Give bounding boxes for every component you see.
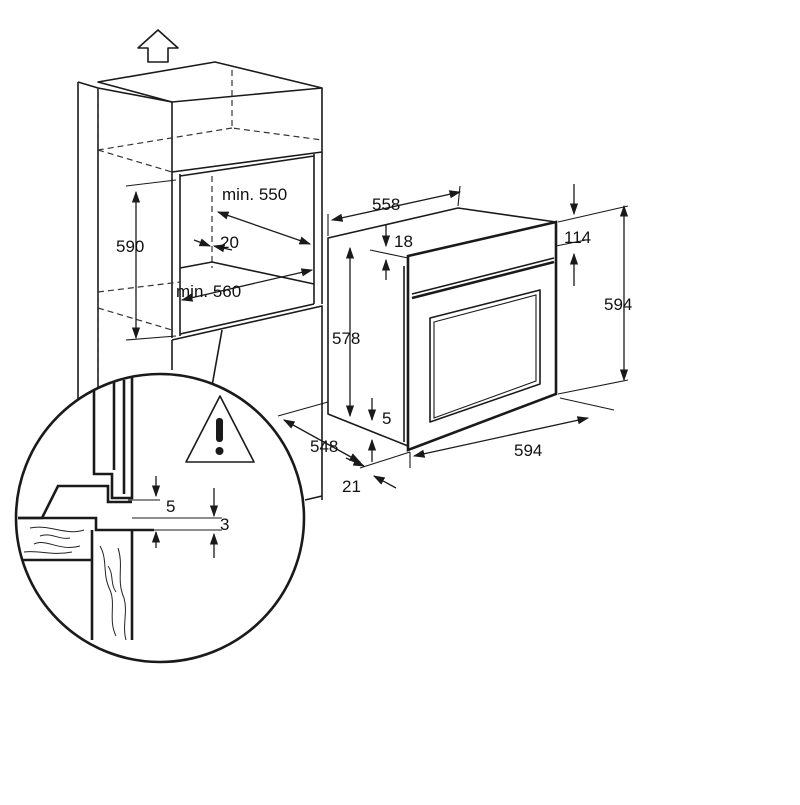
oven-front-height-label: 578 — [332, 329, 360, 348]
niche-height-label: 590 — [116, 237, 144, 256]
up-arrow-icon — [137, 29, 179, 63]
niche-dimensions: 590 min. 550 20 min. 560 — [116, 179, 314, 341]
niche-depth-label: min. 550 — [222, 185, 287, 204]
oven-front-thickness-label: 21 — [342, 477, 361, 496]
detail-gap-label: 5 — [166, 497, 175, 516]
oven-height-label: 594 — [604, 295, 632, 314]
detail-magnifier: 5 3 — [14, 329, 306, 664]
cabinet — [77, 61, 323, 501]
niche-width-label: min. 560 — [176, 282, 241, 301]
oven-width-label: 594 — [514, 441, 542, 460]
oven-bottom-offset-label: 5 — [382, 409, 391, 428]
oven-top-offset-label: 18 — [394, 232, 413, 251]
detail-step-label: 3 — [220, 515, 229, 534]
warning-triangle-icon — [185, 395, 255, 463]
oven-depth-label: 558 — [372, 195, 400, 214]
oven-control-panel-label: 114 — [564, 228, 591, 247]
niche-rear-gap-label: 20 — [220, 233, 239, 252]
oven-body-depth-label: 548 — [310, 437, 338, 456]
oven — [327, 207, 558, 452]
oven-dimensions: 558 18 578 5 548 21 594 594 — [277, 184, 632, 496]
